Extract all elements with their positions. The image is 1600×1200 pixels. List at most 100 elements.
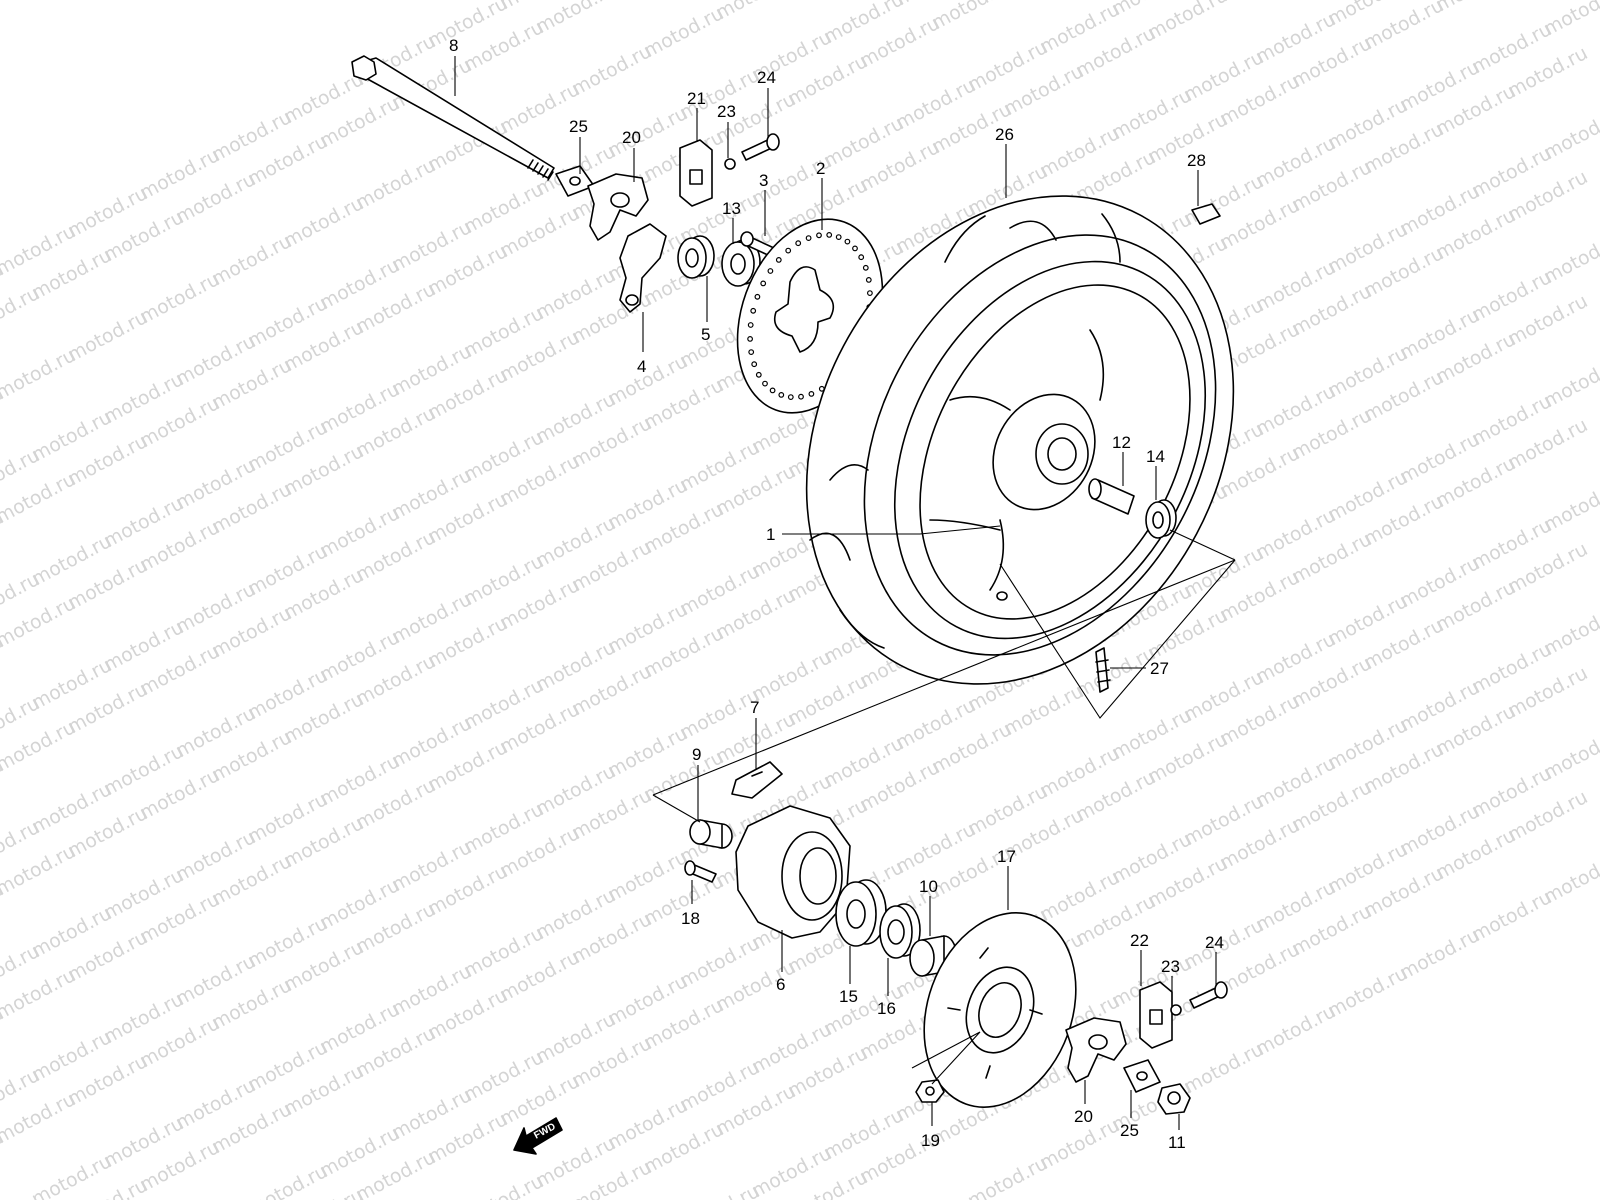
part-chain-adjuster-upper — [587, 173, 649, 241]
brake-disc-hole — [826, 231, 833, 238]
callout-10: 10 — [919, 877, 938, 896]
brake-disc-hole — [858, 254, 865, 261]
part-sprocket-collar — [689, 819, 733, 849]
brake-disc-hole — [795, 240, 802, 247]
brake-disc-hole — [785, 247, 792, 254]
part-washer-lower — [1170, 1004, 1182, 1016]
watermark-text: motod.ru — [928, 0, 1015, 34]
brake-disc-hole — [835, 234, 842, 241]
part-sprocket-nut — [915, 1079, 945, 1103]
brake-disc-hole — [787, 394, 794, 401]
forward-arrow-icon — [513, 1117, 563, 1155]
callout-5: 5 — [701, 325, 710, 344]
callout-21: 21 — [687, 89, 706, 108]
brake-disc-hole — [844, 238, 851, 245]
brake-disc-hole — [867, 290, 873, 297]
part-bolt-upper — [741, 133, 780, 161]
callout-1: 1 — [766, 525, 775, 544]
callout-24-lower: 24 — [1205, 933, 1224, 952]
watermark-text: motod.ru — [712, 0, 799, 24]
watermark-text: motod.ru — [1144, 0, 1231, 44]
brake-disc-hole — [798, 393, 804, 400]
callout-8: 8 — [449, 36, 458, 55]
callout-3: 3 — [759, 171, 768, 190]
brake-disc-hole — [767, 268, 774, 274]
brake-disc-hole — [852, 245, 858, 252]
brake-disc-hole — [762, 380, 768, 387]
brake-disc-hole — [865, 277, 872, 283]
callout-23-lower: 23 — [1161, 957, 1180, 976]
callout-22: 22 — [1130, 931, 1149, 950]
part-rear-wheel — [893, 260, 1207, 640]
callout-18: 18 — [681, 909, 700, 928]
callout-20-lower: 20 — [1074, 1107, 1093, 1126]
part-chain-adjuster-lower — [1065, 1017, 1127, 1083]
brake-disc-hole — [775, 257, 782, 263]
part-hub-bearing — [835, 879, 887, 947]
leader-lines — [454, 56, 1236, 1130]
brake-disc-hole — [778, 392, 785, 398]
part-collar — [677, 235, 715, 279]
forward-direction-indicator: FWD — [513, 1117, 563, 1155]
part-wheel-bearing — [1145, 499, 1177, 539]
watermark-text: motod.ru — [1540, 848, 1600, 908]
brake-disc-hole — [747, 322, 754, 328]
brake-disc-hole — [808, 391, 815, 397]
watermark-text: motod.ru — [1540, 228, 1600, 288]
part-hub-oil-seal — [879, 903, 921, 959]
brake-disc-hole — [769, 387, 776, 394]
callout-12: 12 — [1112, 433, 1131, 452]
callout-7: 7 — [750, 698, 759, 717]
brake-disc-hole — [755, 371, 762, 378]
watermark-text: motod.ru — [1540, 104, 1600, 164]
callout-13: 13 — [722, 199, 741, 218]
callout-15: 15 — [839, 987, 858, 1006]
brake-disc-hole — [760, 280, 767, 287]
brake-disc-hole — [747, 336, 753, 342]
part-adjuster-plate-lower — [1123, 1059, 1161, 1093]
callout-17: 17 — [997, 847, 1016, 866]
callout-28: 28 — [1187, 151, 1206, 170]
part-adjuster-cap-upper — [679, 139, 713, 207]
part-washer-upper — [724, 158, 736, 170]
part-adjuster-cap-lower — [1139, 981, 1173, 1049]
part-sprocket-mounting-hub — [735, 805, 851, 939]
callout-20-upper: 20 — [622, 128, 641, 147]
brake-disc-hole — [805, 235, 812, 242]
part-oil-seal — [721, 239, 761, 287]
callout-16: 16 — [877, 999, 896, 1018]
brake-disc-hole — [748, 349, 755, 356]
callout-14: 14 — [1146, 447, 1165, 466]
callout-26: 26 — [995, 125, 1014, 144]
watermark-text: motod.ru — [1216, 0, 1303, 6]
watermark-text: motod.ru — [1540, 476, 1600, 536]
callout-4: 4 — [637, 357, 646, 376]
brake-disc-hole — [751, 361, 758, 368]
brake-disc-hole — [750, 307, 757, 314]
callout-27: 27 — [1150, 659, 1169, 678]
watermark-text: motod.ru — [1540, 724, 1600, 784]
callout-25-upper: 25 — [569, 117, 588, 136]
part-tire-valve — [1095, 647, 1111, 693]
callout-19: 19 — [921, 1131, 940, 1150]
callout-6: 6 — [776, 975, 785, 994]
watermark-text: motod.ru — [1540, 0, 1600, 40]
part-axle-nut — [1157, 1083, 1191, 1115]
watermark-text: motod.ru — [1540, 600, 1600, 660]
brake-disc-hole — [862, 264, 869, 271]
callout-2: 2 — [816, 159, 825, 178]
part-hub-bolt — [684, 860, 717, 883]
part-cush-damper — [731, 761, 783, 799]
part-wheel-spacer — [1088, 478, 1135, 515]
callout-23-upper: 23 — [717, 102, 736, 121]
watermark-text: motod.ru — [532, 0, 619, 38]
watermark-text: motod.ru — [1540, 352, 1600, 412]
callout-11: 11 — [1168, 1133, 1186, 1152]
callout-25-lower: 25 — [1120, 1121, 1139, 1140]
part-bolt-lower — [1189, 981, 1228, 1009]
callout-24-upper: 24 — [757, 68, 776, 87]
brake-disc-hole — [816, 232, 822, 239]
